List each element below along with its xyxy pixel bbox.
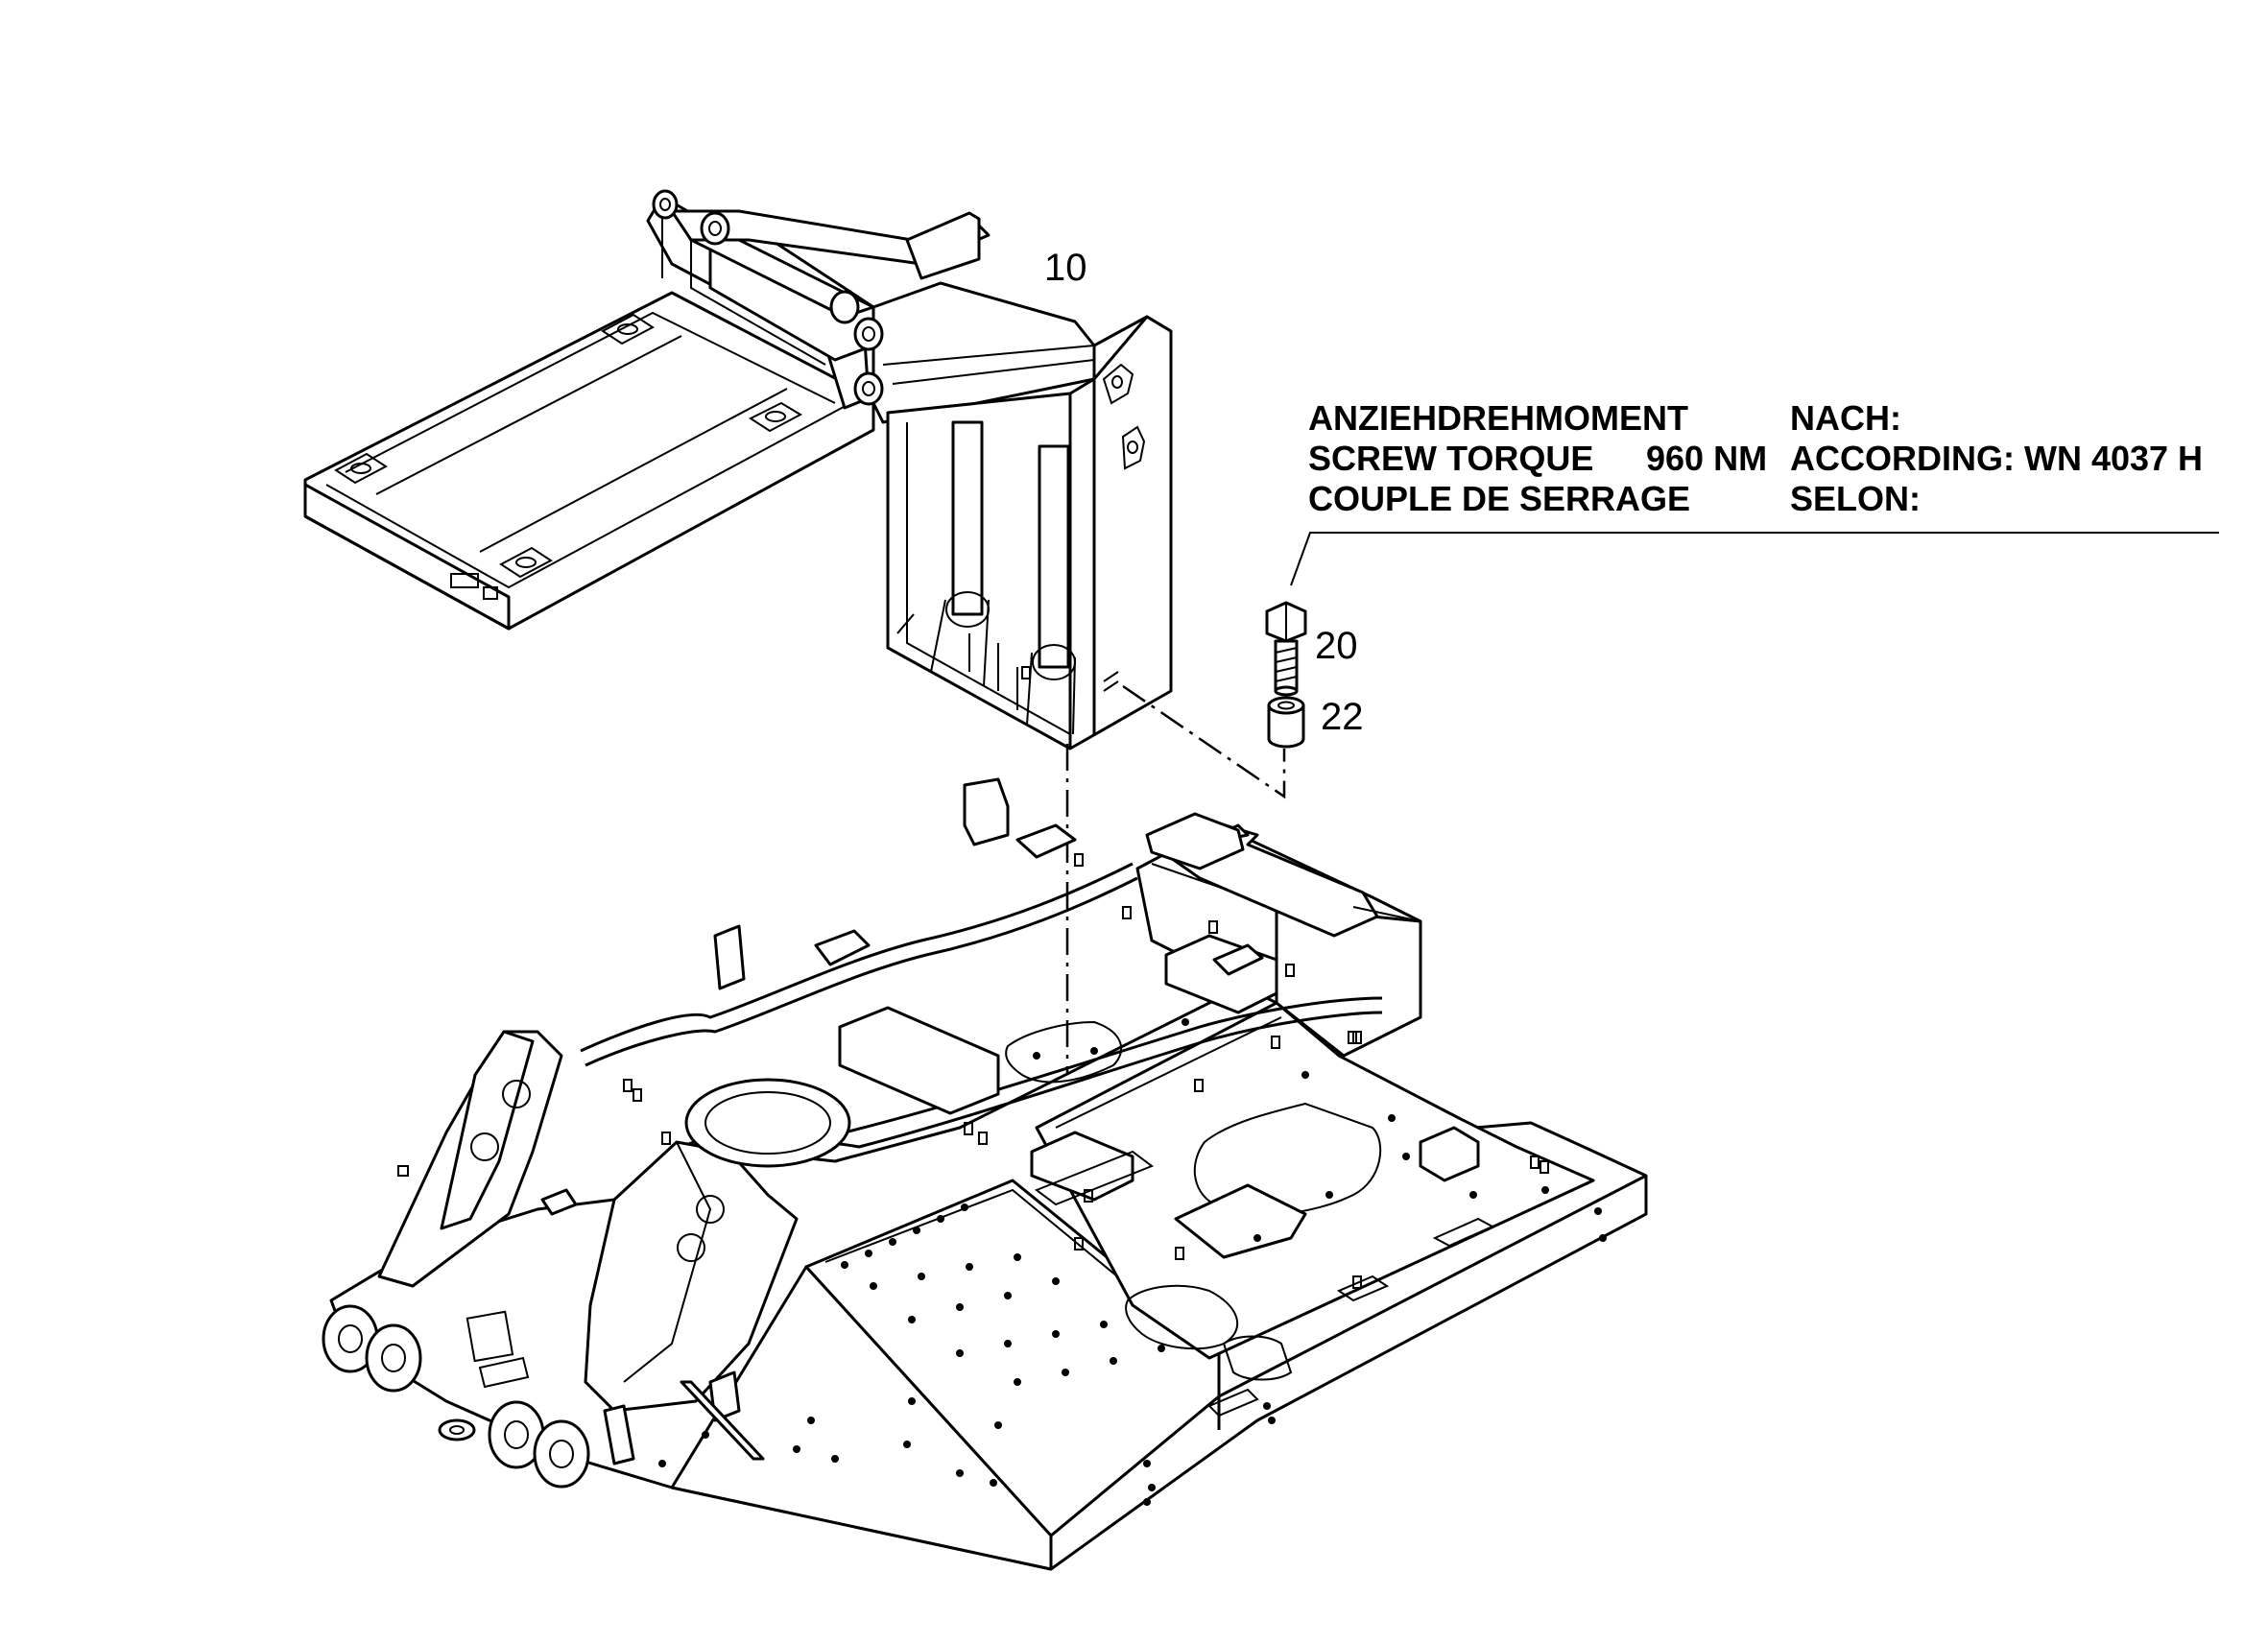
torque-note-leader <box>1290 532 2219 586</box>
standard-label-de: NACH: <box>1790 398 1901 438</box>
standard-label-en: ACCORDING: WN 4037 H <box>1790 439 2204 478</box>
towing-eye <box>438 1418 476 1441</box>
part-20-bolt <box>1265 601 1307 697</box>
torque-label-de: ANZIEHDREHMOMENT <box>1308 398 1688 438</box>
part-22-bushing <box>1267 696 1305 749</box>
torque-label-fr: COUPLE DE SERRAGE <box>1308 479 1691 518</box>
chassis-frame <box>322 777 1648 1571</box>
part-number-10: 10 <box>1044 247 1087 289</box>
part-number-22: 22 <box>1321 696 1364 738</box>
part-10-frame-assembly <box>303 189 1173 751</box>
torque-value: 960 NM <box>1646 439 1768 478</box>
torque-note-col3: NACH: ACCORDING: WN 4037 H SELON: <box>1790 398 2203 519</box>
torque-note-col1: ANZIEHDREHMOMENT SCREW TORQUE COUPLE DE … <box>1308 398 1690 519</box>
torque-label-en: SCREW TORQUE <box>1308 439 1594 478</box>
assembly-line-bolt <box>1122 684 1286 799</box>
part-number-20: 20 <box>1315 625 1358 667</box>
standard-label-fr: SELON: <box>1790 479 1922 518</box>
